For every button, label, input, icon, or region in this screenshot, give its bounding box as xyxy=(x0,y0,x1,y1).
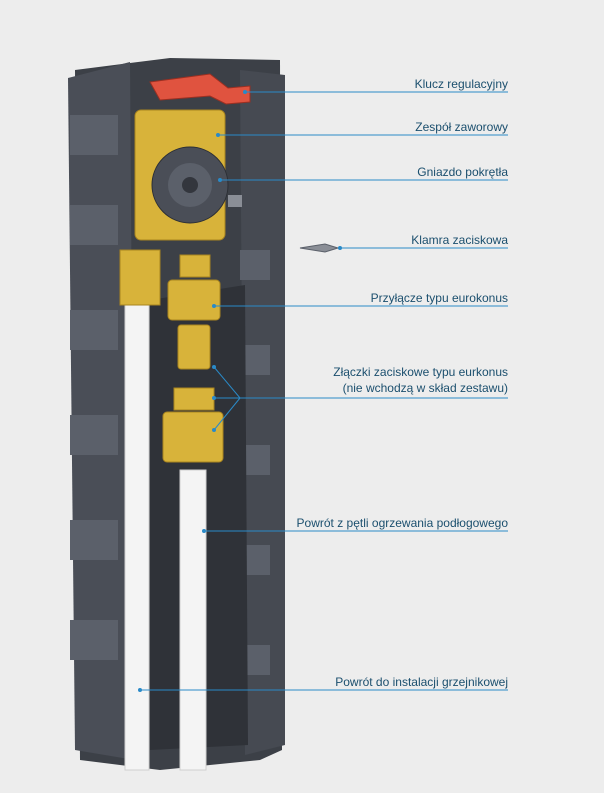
valve-assembly xyxy=(119,109,242,306)
label-zlaczki-line2: (nie wchodzą w skład zestawu) xyxy=(342,381,508,395)
clamp xyxy=(299,243,340,253)
label-powrot-grzejnik: Powrót do instalacji grzejnikowej xyxy=(335,675,508,689)
regulating-key xyxy=(149,73,251,105)
leader-lines xyxy=(140,91,508,691)
leader-dots xyxy=(138,90,342,692)
label-klucz: Klucz regulacyjny xyxy=(414,77,508,91)
pipes xyxy=(124,299,207,771)
label-gniazdo: Gniazdo pokrętła xyxy=(417,165,508,179)
label-zlaczki-line1: Złączki zaciskowe typu eurkonus xyxy=(333,365,508,379)
label-przylacze: Przyłącze typu eurokonus xyxy=(370,291,508,305)
label-zlaczki: Złączki zaciskowe typu eurkonus (nie wch… xyxy=(268,364,508,396)
label-powrot-petli: Powrót z pętli ogrzewania podłogowego xyxy=(296,516,508,530)
eurocone-fittings xyxy=(162,254,224,463)
label-klamra: Klamra zaciskowa xyxy=(411,233,508,247)
label-zespol: Zespół zaworowy xyxy=(415,120,508,134)
